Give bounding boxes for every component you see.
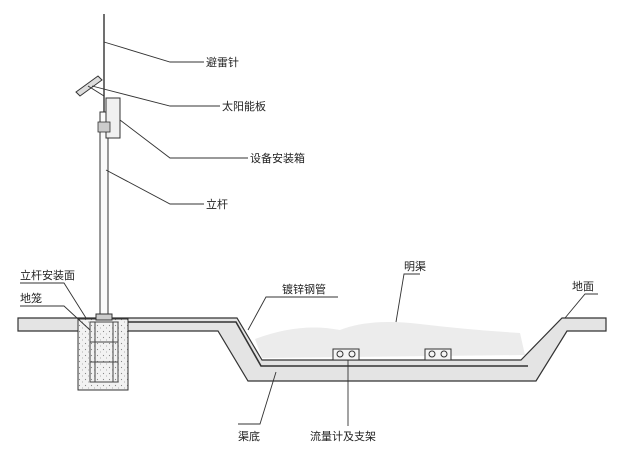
leader-lines	[20, 41, 598, 426]
label-channel-bottom: 渠底	[238, 429, 260, 443]
label-pole-mount-surface: 立杆安装面	[20, 268, 75, 282]
label-ground-surface: 地面	[572, 280, 594, 293]
water-surface	[255, 322, 525, 358]
label-solar-panel: 太阳能板	[222, 99, 266, 113]
galvanized-pipe	[90, 321, 528, 367]
label-equipment-box: 设备安装箱	[250, 151, 305, 165]
label-lightning-rod: 避雷针	[206, 55, 239, 69]
concrete-foundation	[77, 318, 129, 391]
label-flowmeter-bracket: 流量计及支架	[310, 429, 376, 443]
solar-panel	[75, 75, 105, 97]
label-pole: 立杆	[206, 197, 228, 211]
label-ground-cage: 地笼	[20, 291, 42, 305]
flowmeter-1	[332, 348, 360, 361]
flowmeter-2	[424, 348, 452, 361]
ground-cage	[89, 321, 119, 383]
label-open-channel: 明渠	[404, 260, 426, 273]
pole-clamp	[97, 121, 111, 133]
pole	[95, 111, 113, 321]
label-galvanized-pipe: 镀锌钢管	[282, 282, 326, 296]
